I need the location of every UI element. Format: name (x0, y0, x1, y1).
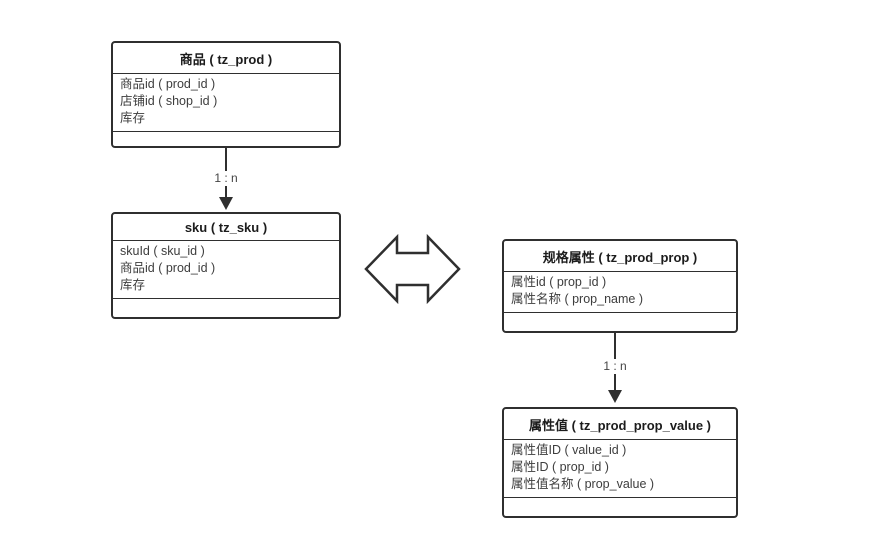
entity-field: 商品id ( prod_id ) (120, 77, 216, 91)
entity-field: 属性id ( prop_id ) (511, 275, 607, 289)
entity-field: skuId ( sku_id ) (120, 244, 205, 258)
entity-sku-title: sku ( tz_sku ) (113, 214, 339, 241)
entity-prod: 商品 ( tz_prod ) 商品id ( prod_id ) 店铺id ( s… (111, 41, 341, 148)
entity-sku: sku ( tz_sku ) skuId ( sku_id ) 商品id ( p… (111, 212, 341, 319)
entity-field: 库存 (120, 111, 146, 125)
relation-label-prod-sku: 1 : n (196, 171, 256, 186)
entity-sku-fields: skuId ( sku_id ) 商品id ( prod_id ) 库存 (113, 241, 339, 299)
entity-field: 店铺id ( shop_id ) (120, 94, 218, 108)
entity-prop-title: 规格属性 ( tz_prod_prop ) (504, 241, 736, 272)
entity-field: 商品id ( prod_id ) (120, 261, 216, 275)
entity-prop-value-empty-section (504, 498, 736, 516)
entity-sku-empty-section (113, 299, 339, 317)
entity-prod-fields: 商品id ( prod_id ) 店铺id ( shop_id ) 库存 (113, 74, 339, 132)
entity-field: 属性值ID ( value_id ) (511, 443, 627, 457)
entity-prop-empty-section (504, 313, 736, 331)
entity-prod-empty-section (113, 132, 339, 146)
arrowhead-down-icon (219, 197, 233, 210)
entity-field: 库存 (120, 278, 146, 292)
entity-field: 属性ID ( prop_id ) (511, 460, 609, 474)
arrowhead-down-icon (608, 390, 622, 403)
entity-field: 属性名称 ( prop_name ) (511, 292, 643, 306)
relation-label-prop-value: 1 : n (585, 359, 645, 374)
entity-prop-value-fields: 属性值ID ( value_id ) 属性ID ( prop_id ) 属性值名… (504, 440, 736, 498)
entity-field: 属性值名称 ( prop_value ) (511, 477, 655, 491)
entity-prop-fields: 属性id ( prop_id ) 属性名称 ( prop_name ) (504, 272, 736, 313)
entity-prop-value: 属性值 ( tz_prod_prop_value ) 属性值ID ( value… (502, 407, 738, 518)
entity-prod-title: 商品 ( tz_prod ) (113, 43, 339, 74)
entity-prop: 规格属性 ( tz_prod_prop ) 属性id ( prop_id ) 属… (502, 239, 738, 333)
double-arrow-icon (364, 233, 461, 305)
entity-prop-value-title: 属性值 ( tz_prod_prop_value ) (504, 409, 736, 440)
